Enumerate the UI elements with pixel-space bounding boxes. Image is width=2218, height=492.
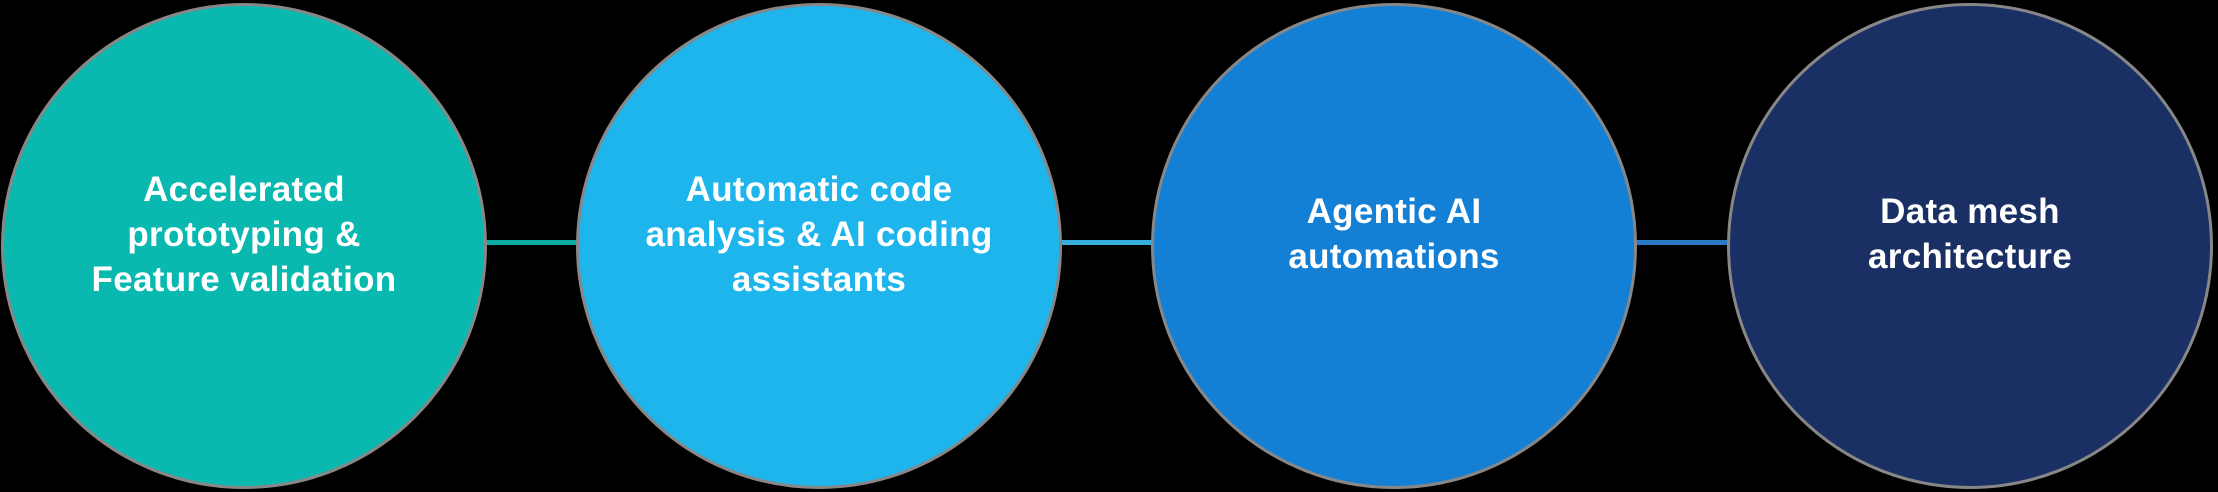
connector-line-2 bbox=[1025, 240, 1165, 245]
connector-line-3 bbox=[1600, 240, 1740, 245]
node-automatic-code-analysis-label: Automatic code analysis & AI coding assi… bbox=[645, 169, 993, 299]
node-accelerated-prototyping: Accelerated prototyping & Feature valida… bbox=[1, 3, 487, 489]
node-agentic-ai-automations: Agentic AI automations bbox=[1151, 3, 1637, 489]
node-agentic-ai-automations-label: Agentic AI automations bbox=[1288, 192, 1500, 276]
node-accelerated-prototyping-label: Accelerated prototyping & Feature valida… bbox=[91, 169, 397, 299]
node-data-mesh-architecture: Data mesh architecture bbox=[1727, 3, 2213, 489]
node-automatic-code-analysis: Automatic code analysis & AI coding assi… bbox=[576, 3, 1062, 489]
connector-line-1 bbox=[450, 240, 590, 245]
node-data-mesh-architecture-label: Data mesh architecture bbox=[1868, 192, 2072, 276]
